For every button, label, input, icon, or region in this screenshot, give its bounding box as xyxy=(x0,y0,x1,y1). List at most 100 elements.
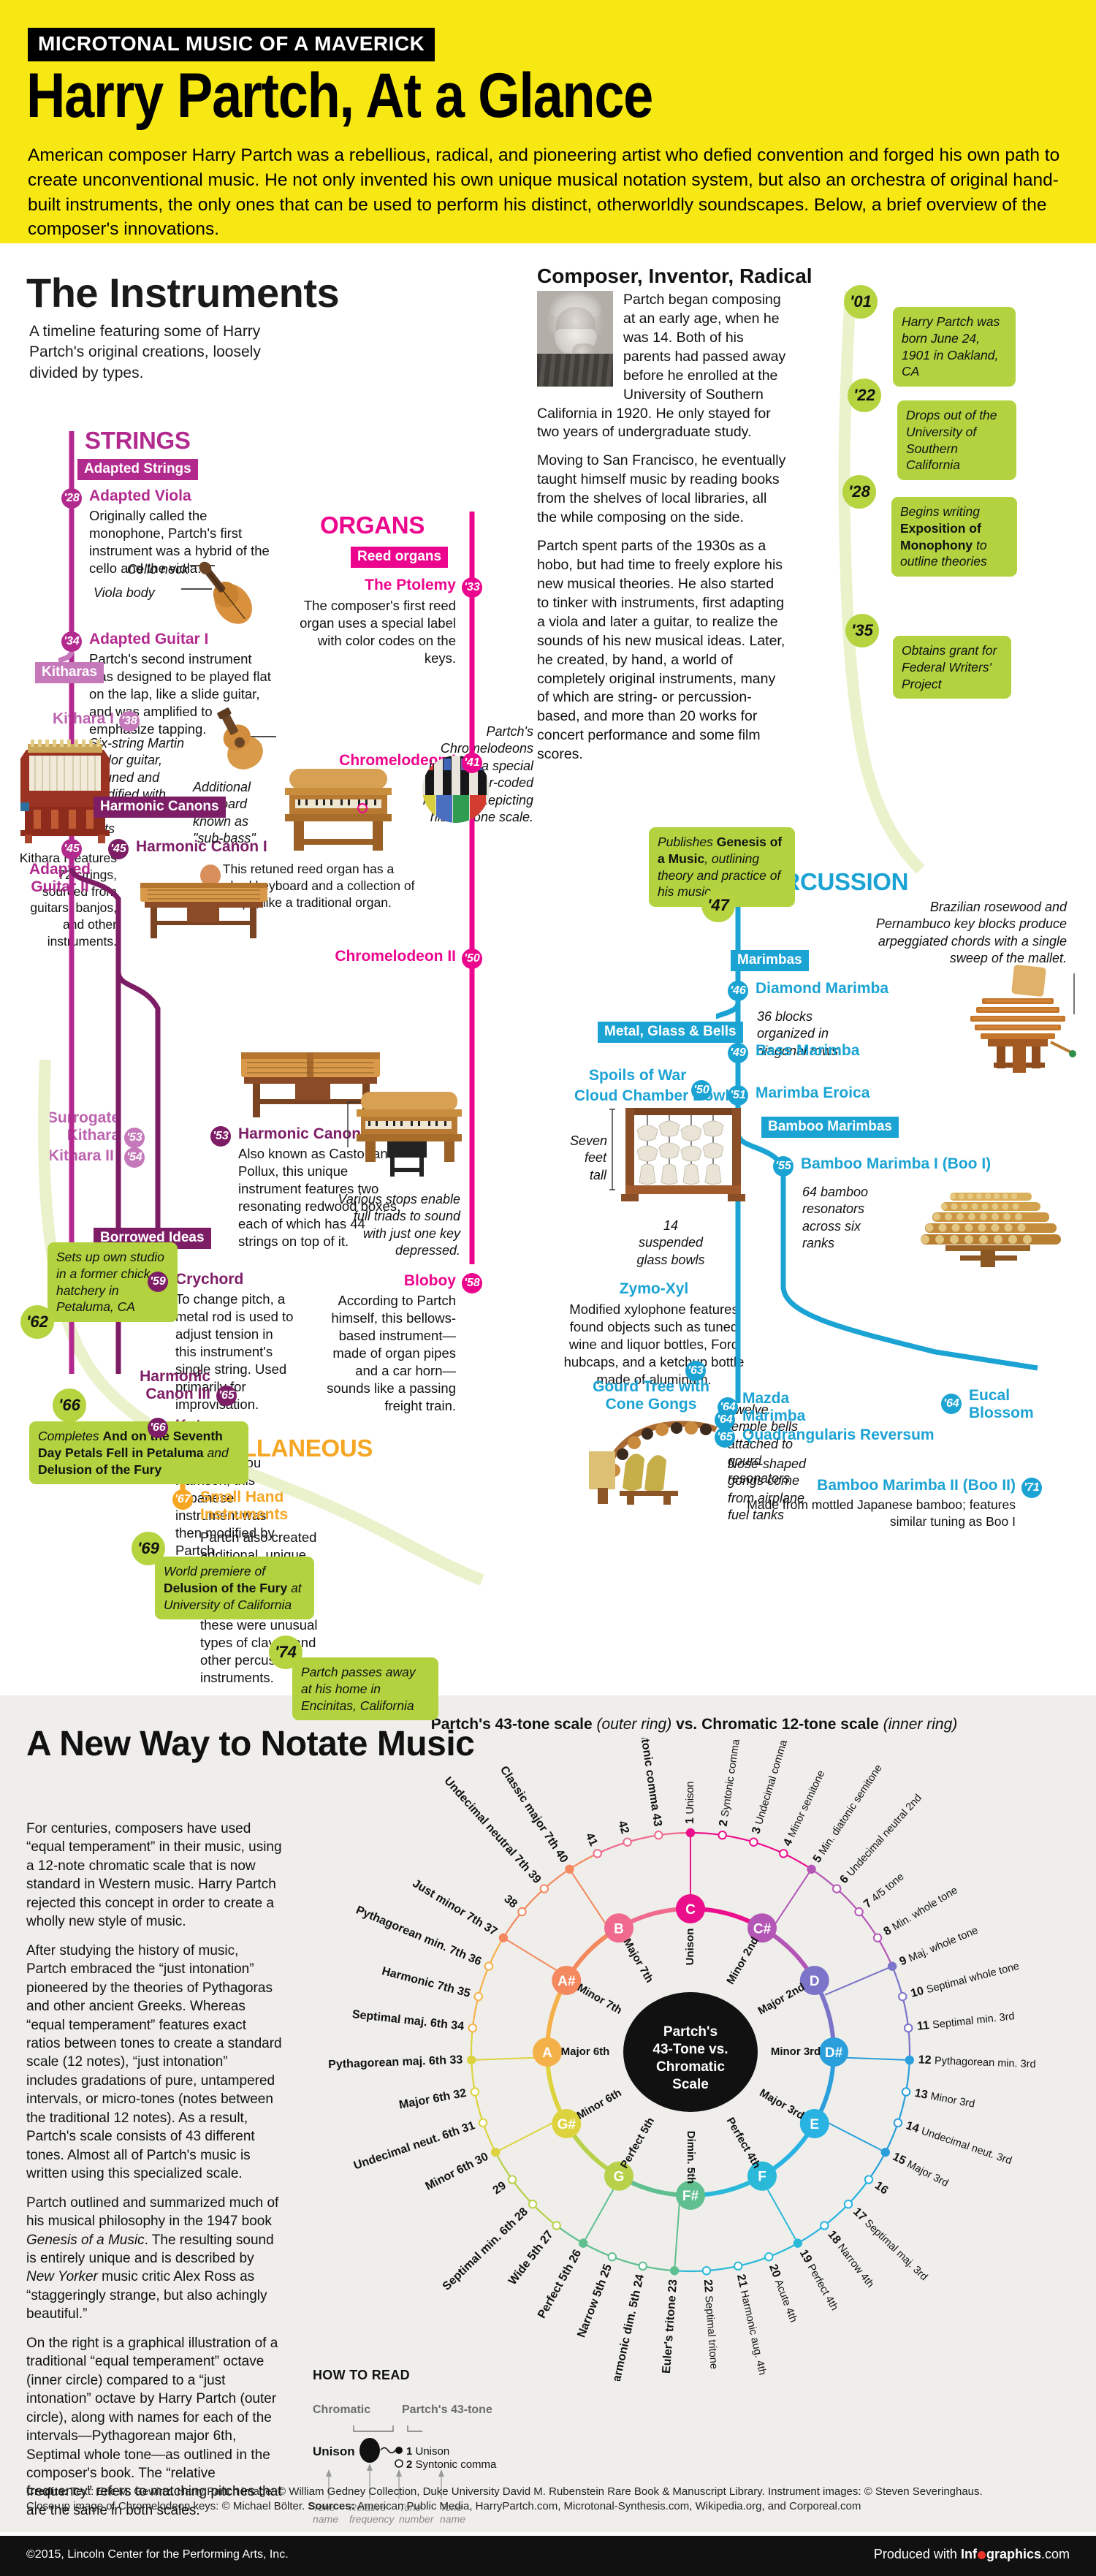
instrument-name-bloboy: Bloboy xyxy=(403,1272,456,1289)
instrument-name-zymo-xyl: Zymo-Xyl xyxy=(619,1280,689,1297)
adapted-viola-image xyxy=(181,561,252,624)
svg-text:F: F xyxy=(758,2170,766,2185)
svg-text:13 Minor 3rd: 13 Minor 3rd xyxy=(913,2087,975,2110)
life-node-1966: '66 xyxy=(53,1388,86,1422)
wheel-title: Partch's 43-tone scale (outer ring) vs. … xyxy=(430,1716,958,1733)
subgroup-adapted-strings: Adapted Strings xyxy=(77,459,198,480)
notate-para-4: On the right is a graphical illustration… xyxy=(26,2335,282,2518)
node-55-bamboo-marimba-1: '55 xyxy=(773,1156,794,1177)
instrument-name-bamboo-marimba-1: Bamboo Marimba I (Boo I) xyxy=(801,1155,992,1172)
node-65-harmonic-canon-3: '65 xyxy=(216,1386,237,1406)
instrument-name-gourd-tree: Gourd Tree with Cone Gongs xyxy=(593,1378,709,1413)
node-54-kithara-2: '54 xyxy=(124,1147,145,1168)
svg-text:Syntonic comma 43: Syntonic comma 43 xyxy=(636,1738,664,1828)
svg-text:Minor 6th 30: Minor 6th 30 xyxy=(424,2151,491,2193)
svg-text:8 Min. whole tone: 8 Min. whole tone xyxy=(882,1884,960,1938)
section-subtitle-instruments: A timeline featuring some of Harry Partc… xyxy=(29,323,261,381)
callout-viola-body: Viola body xyxy=(94,585,155,600)
svg-text:18 Narrow 4th: 18 Narrow 4th xyxy=(825,2228,876,2290)
svg-text:Partch's: Partch's xyxy=(663,2024,718,2040)
svg-text:Dimin. 5th: Dimin. 5th xyxy=(685,2131,697,2184)
instrument-name-bass-marimba: Bass Marimba xyxy=(756,1042,860,1059)
subgroup-reed-organs: Reed organs xyxy=(351,547,449,568)
how-to-read-heading: HOW TO READ xyxy=(313,2368,410,2382)
credits-line-1: Credits: Text: Eric M. Gewirtz. Harry Pa… xyxy=(26,2485,983,2498)
svg-text:11 Septimal min. 3rd: 11 Septimal min. 3rd xyxy=(916,2010,1015,2033)
instrument-name-quadrangularis-reversum: Quadrangularis Reversum xyxy=(742,1426,935,1443)
svg-text:12 Pythagorean min. 3rd: 12 Pythagorean min. 3rd xyxy=(918,2053,1035,2070)
svg-text:2 Syntonic comma: 2 Syntonic comma xyxy=(406,2458,497,2471)
svg-text:Chromatic: Chromatic xyxy=(656,2059,725,2075)
life-node-1969: '69 xyxy=(132,1532,165,1565)
instrument-name-small-hand-instruments: Small Hand Instruments xyxy=(200,1489,289,1524)
cloud-chamber-bowls-image xyxy=(609,1108,745,1201)
svg-text:Minor 7th: Minor 7th xyxy=(575,1981,624,2016)
chromelodeon-1-image xyxy=(285,769,392,851)
svg-text:16: 16 xyxy=(872,2179,890,2197)
svg-text:D#: D# xyxy=(825,2045,843,2061)
svg-text:B: B xyxy=(614,1921,624,1937)
notate-para-2: After studying the history of music, Par… xyxy=(26,1942,282,2182)
node-34-adapted-guitar-1: '34 xyxy=(61,631,82,652)
node-58-bloboy: '58 xyxy=(462,1273,482,1293)
callout-seven-feet-tall: Seven feet tall xyxy=(570,1133,608,1182)
harmonic-canon-2-image xyxy=(241,1052,380,1117)
legend-tone-number-label: Tone number xyxy=(399,2501,434,2526)
instrument-name-adapted-guitar-1: Adapted Guitar I xyxy=(89,631,209,647)
svg-text:A: A xyxy=(542,2045,552,2061)
instrument-name-eucal-blossom: Eucal Blossom xyxy=(969,1387,1034,1422)
instrument-name-harmonic-canon-3: Harmonic Canon III xyxy=(140,1368,210,1403)
svg-text:14 Undecimal neut. 3rd: 14 Undecimal neut. 3rd xyxy=(905,2119,1013,2167)
notate-title: A New Way to Notate Music xyxy=(26,1725,475,1763)
instrument-name-kithara-1: Kithara I xyxy=(53,710,115,727)
life-box-1922: Drops out of the University of Southern … xyxy=(897,400,1016,480)
node-51-marimba-eroica: '51 xyxy=(728,1085,748,1106)
node-64-mazda-marimba: '64 xyxy=(715,1410,735,1430)
svg-text:Perfect 5th: Perfect 5th xyxy=(618,2116,657,2171)
instrument-name-the-ptolemy: The Ptolemy xyxy=(365,577,456,593)
instrument-name-bamboo-marimba-2: Bamboo Marimba II (Boo II) xyxy=(817,1477,1016,1494)
instrument-name-chromelodeon-2: Chromelodeon II xyxy=(335,948,456,965)
node-45-harmonic-canon-1: '45 xyxy=(108,839,129,859)
svg-text:Minor 2nd: Minor 2nd xyxy=(724,1935,761,1987)
svg-text:Major 2nd: Major 2nd xyxy=(756,1980,807,2017)
instrument-name-mazda-marimba: Mazda Marimba xyxy=(742,1390,806,1425)
svg-text:9 Maj. whole tone: 9 Maj. whole tone xyxy=(898,1924,980,1969)
callout-nose-shaped-gongs: Nose-shaped gongs come from airplane fue… xyxy=(728,1456,807,1523)
svg-text:E: E xyxy=(810,2117,819,2132)
node-45-adapted-guitar-2: '45 xyxy=(61,839,82,859)
kicker-banner: MICROTONAL MUSIC OF A MAVERICK xyxy=(28,28,435,61)
life-timeline-ribbon xyxy=(838,290,925,874)
kithara-1-image xyxy=(20,740,110,843)
svg-text:C#: C# xyxy=(753,1921,772,1937)
node-33-the-ptolemy: '33 xyxy=(462,577,482,598)
node-28-adapted-viola: '28 xyxy=(61,488,82,509)
svg-text:C: C xyxy=(685,1902,696,1918)
credits-line-2: Close-up image of Chromelodeon keys: © M… xyxy=(26,2500,861,2513)
life-node-1901: '01 xyxy=(844,285,878,319)
life-box-1928: Begins writing Exposition of Monophony t… xyxy=(891,497,1017,577)
instrument-desc-harmonic-canon-2: Also known as Castor and Pollux, this un… xyxy=(238,1146,401,1250)
callout-14-suspended-glass-bowls: 14 suspended glass bowls xyxy=(636,1218,705,1267)
subgroup-marimbas: Marimbas xyxy=(731,950,809,971)
svg-text:2 Syntonic comma: 2 Syntonic comma xyxy=(718,1738,743,1827)
infographics-dot-icon xyxy=(977,2550,986,2559)
node-66-koto: '66 xyxy=(148,1418,168,1438)
svg-text:Septimal maj. 6th 34: Septimal maj. 6th 34 xyxy=(351,2008,465,2033)
notate-body: For centuries, composers have used “equa… xyxy=(26,1820,282,2530)
callout-cello-neck: Cello neck xyxy=(127,562,189,577)
life-node-1947: '47 xyxy=(701,889,735,922)
instrument-name-surrogate-kithara: Surrogate Kithara xyxy=(47,1109,120,1144)
svg-text:20 Acute 4th: 20 Acute 4th xyxy=(766,2262,800,2324)
svg-text:1 Unison: 1 Unison xyxy=(406,2445,449,2458)
adapted-guitar-1-image xyxy=(217,707,276,770)
diamond-marimba-image xyxy=(970,965,1076,1073)
legend-partch-label: Partch's 43-tone xyxy=(402,2404,492,2416)
legend-relative-frequency-label: Relative frequency xyxy=(349,2501,395,2526)
svg-text:Perfect 5th 26: Perfect 5th 26 xyxy=(536,2248,584,2321)
svg-text:Minor 3rd: Minor 3rd xyxy=(771,2045,821,2058)
svg-text:3 Undecimal comma: 3 Undecimal comma xyxy=(750,1738,790,1836)
svg-text:A#: A# xyxy=(557,1974,576,1989)
notate-section: A New Way to Notate Music For centuries,… xyxy=(0,1695,1096,2532)
composer-para-2: Moving to San Francisco, he eventually t… xyxy=(537,452,786,526)
